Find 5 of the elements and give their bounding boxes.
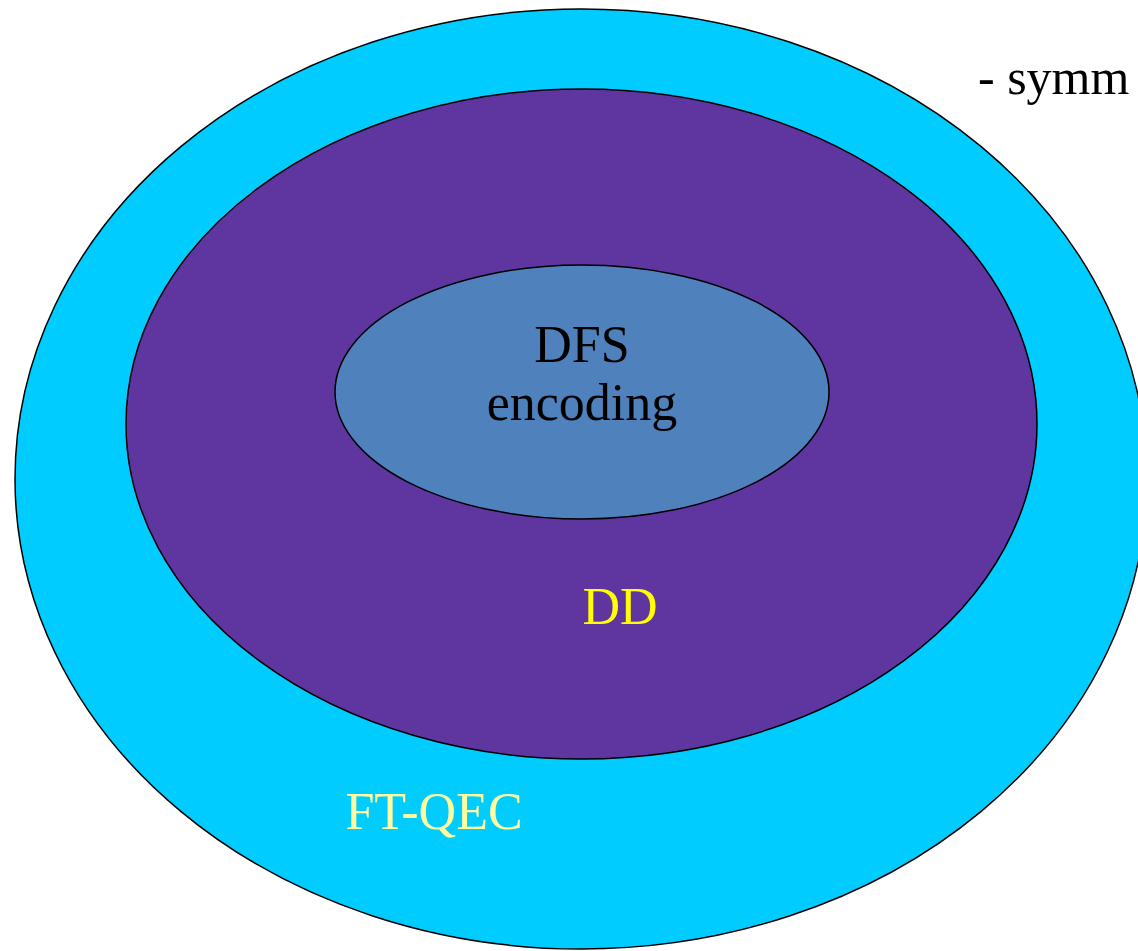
note-text: - symm — [978, 48, 1130, 106]
ellipse-label: FT-QEC — [344, 783, 524, 841]
nested-ellipse — [334, 264, 830, 520]
ellipse-label: DD — [581, 578, 659, 636]
ellipse-label: DFS encoding — [485, 316, 679, 432]
